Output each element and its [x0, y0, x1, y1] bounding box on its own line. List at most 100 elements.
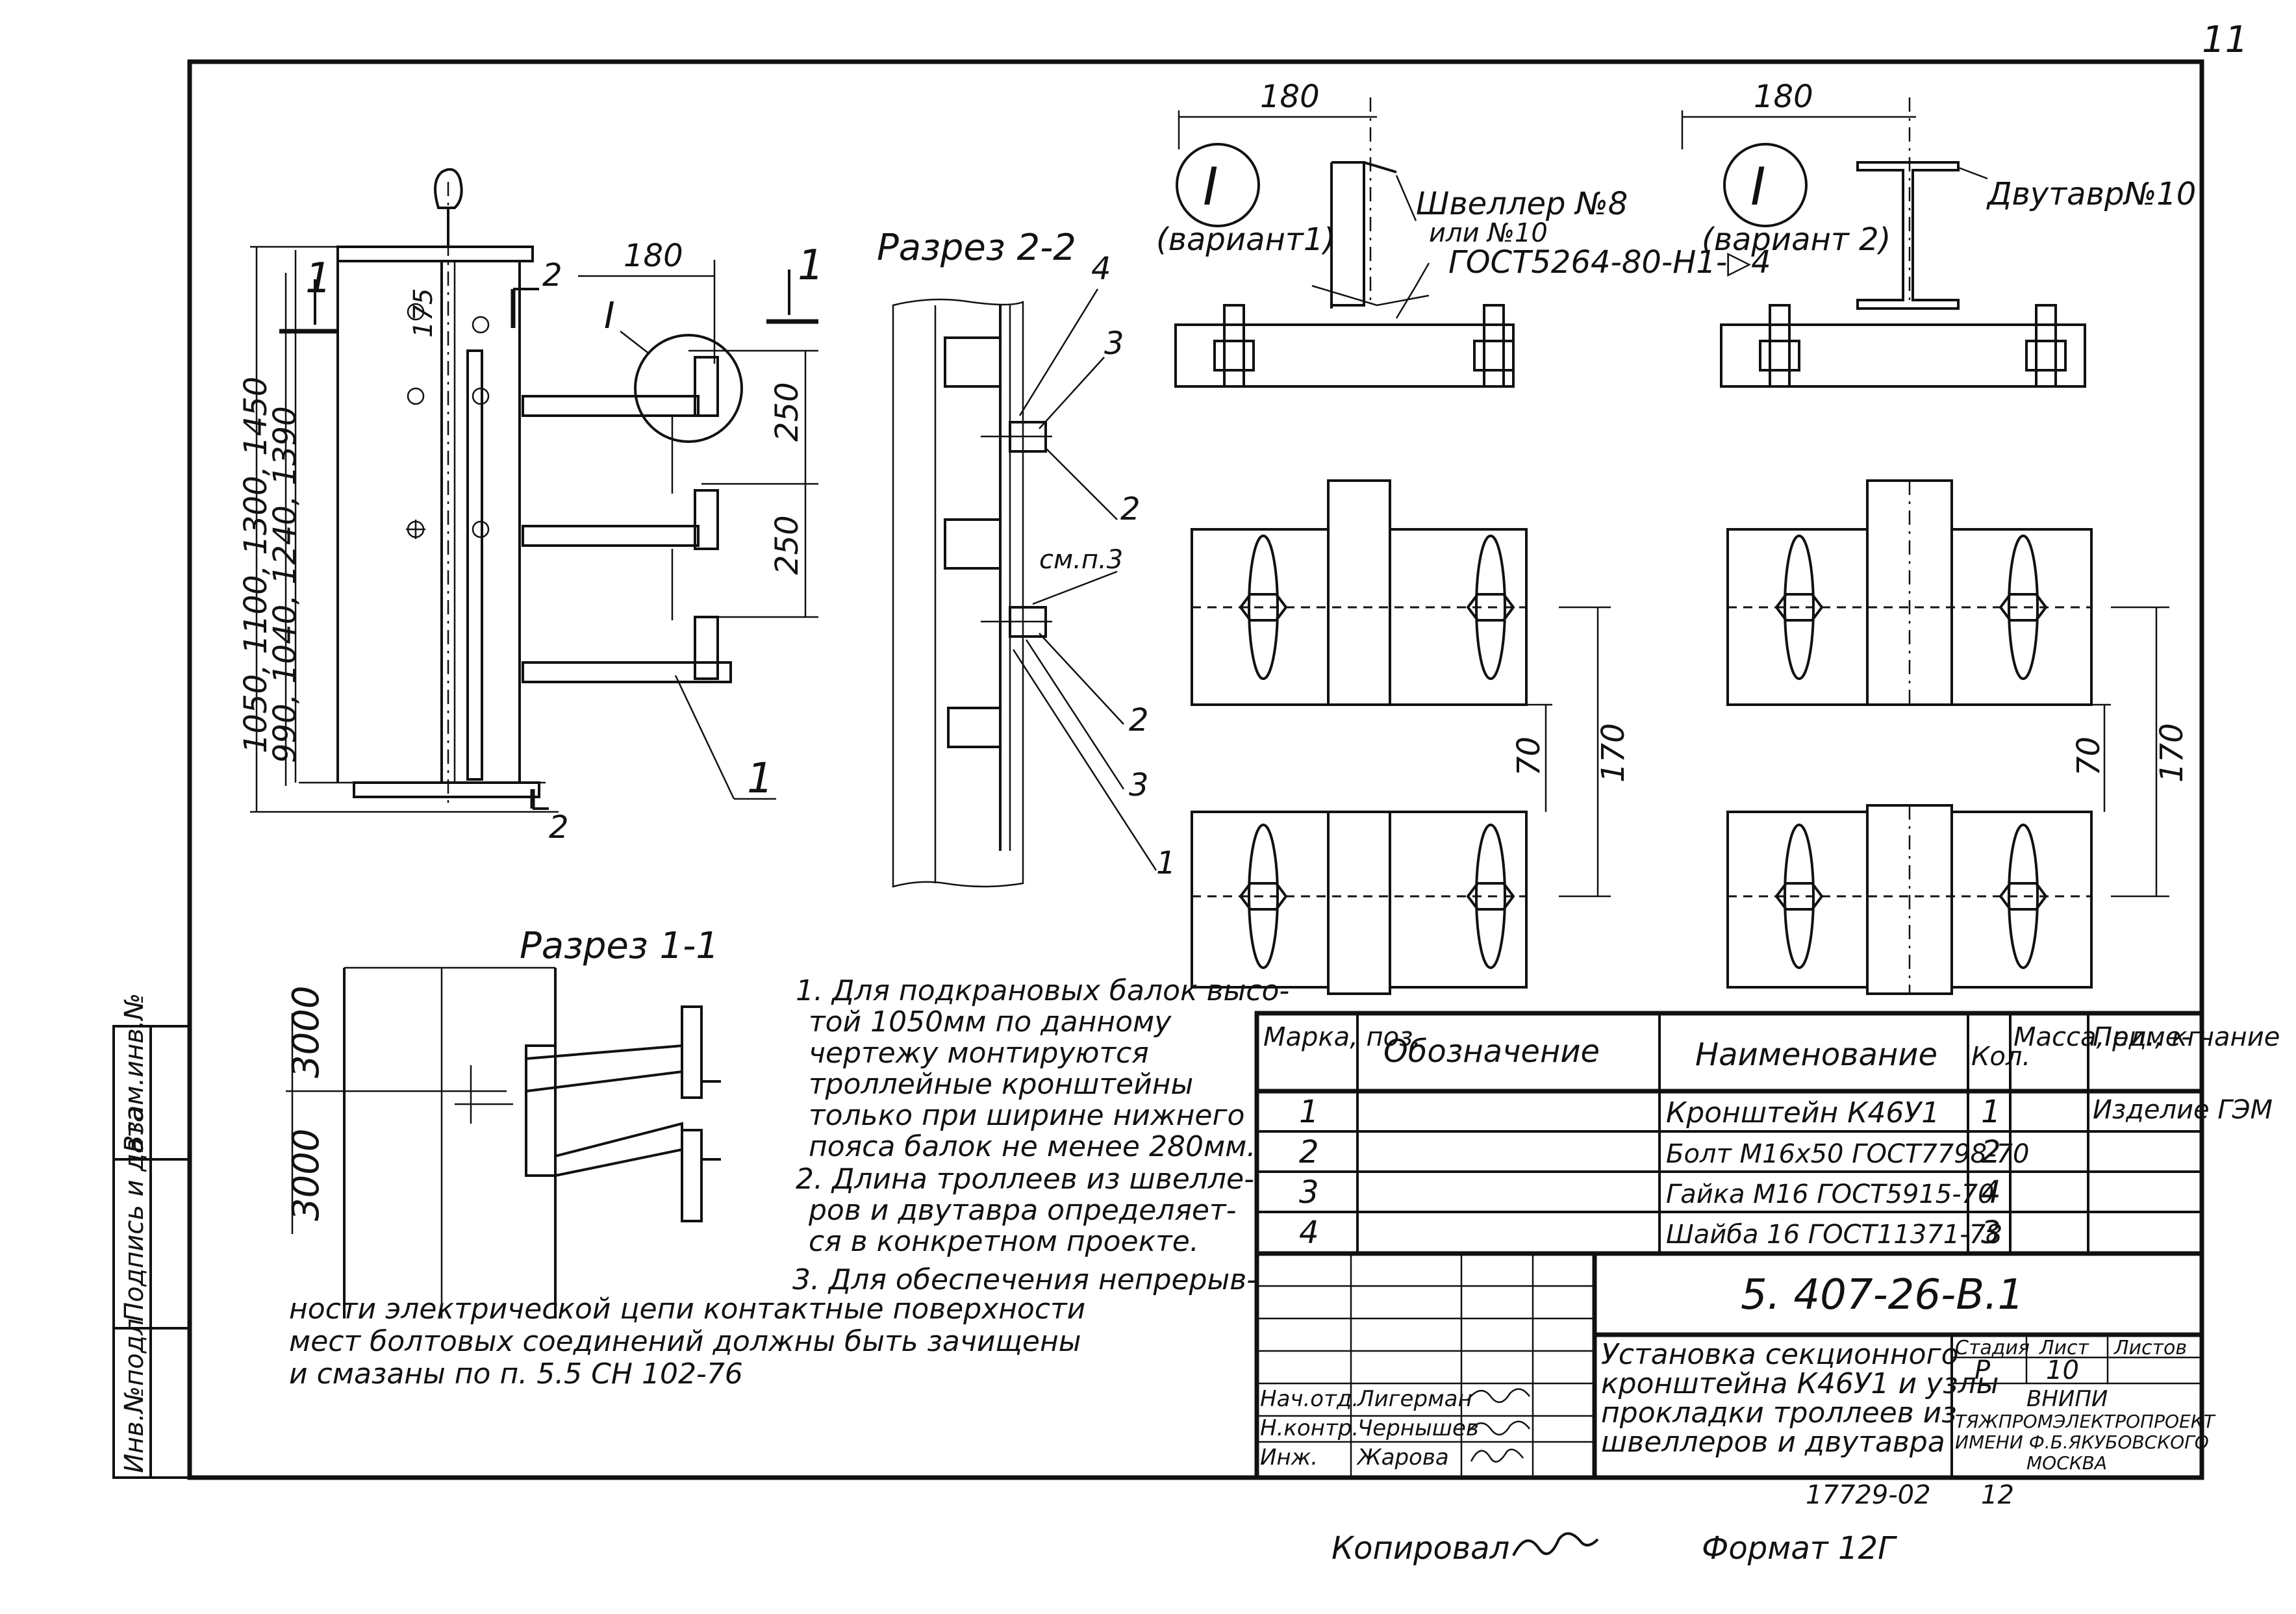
note-3-line-2: ности электрической цепи контактные пове… [289, 1292, 1085, 1326]
stage-value: Р [1974, 1356, 1991, 1385]
row-4-pos: 4 [1299, 1215, 1319, 1251]
signature-date-label: Подпись и дата [120, 1107, 149, 1322]
signature-2 [1467, 1420, 1530, 1435]
table-row: 1 Кронштейн К46У1 1 Изделие ГЭМ [1299, 1094, 2273, 1130]
row-3-name: Гайка М16 ГОСТ5915-70 [1666, 1179, 1995, 1209]
inv-no-label: Инв.№подл [120, 1318, 149, 1473]
signer-2-name: Чернышев [1357, 1415, 1479, 1441]
variant-1-dim-70: 70 [1511, 737, 1547, 776]
variant-1-mark: I [1203, 157, 1218, 217]
variant-1-circle [1176, 143, 1260, 227]
main-dim-180: 180 [624, 238, 683, 274]
note-1-line-5: только при ширине нижнего [809, 1099, 1244, 1132]
title-line-3: прокладки троллеев из [1601, 1396, 1957, 1430]
section-1-1-title: Разрез 1-1 [520, 925, 719, 967]
variant-1-weld: ГОСТ5264-80-Н1-▷4 [1448, 244, 1771, 281]
s22-note-ref: см.п.3 [1039, 545, 1123, 575]
signer-2-role: Н.контр. [1260, 1415, 1359, 1441]
row-4-qty: 3 [1981, 1215, 2001, 1251]
row-4-name: Шайба 16 ГОСТ11371-78 [1666, 1220, 2002, 1250]
row-1-name: Кронштейн К46У1 [1666, 1096, 1939, 1129]
note-3-line-1: 3. Для обеспечения непрерыв- [792, 1263, 1257, 1296]
doc-code: 5. 407-26-В.1 [1741, 1271, 2024, 1319]
note-2-line-3: ся в конкретном проекте. [809, 1225, 1199, 1258]
section-mark-2-top: 2 [542, 257, 562, 294]
footer: 17729-02 12 Копировал Формат 12Г [1331, 1480, 2014, 1567]
s22-callout-2-bottom: 2 [1129, 702, 1149, 738]
note-1-line-4: троллейные кронштейны [809, 1068, 1193, 1101]
detail-circle [634, 334, 743, 443]
section-1-1: Разрез 1-1 3000 3000 [285, 925, 721, 1318]
signature-3 [1470, 1448, 1524, 1463]
s11-dim-3000-bottom: 3000 [285, 1128, 327, 1221]
stage-label: Стадия [1955, 1337, 2030, 1359]
copied-label: Копировал [1331, 1530, 1509, 1567]
detail-mark: I [604, 295, 615, 337]
drawing-frame [187, 59, 2204, 1480]
row-3-qty: 4 [1981, 1174, 2001, 1211]
spec-table: Марка, поз. Обозначение Наименование Кол… [1254, 1011, 2280, 1256]
row-1-qty: 1 [1981, 1094, 2001, 1130]
main-callout-1: 1 [747, 755, 774, 803]
note-1-line-2: той 1050мм по данному [809, 1005, 1172, 1039]
variant-1-profile-2: или №10 [1429, 218, 1548, 248]
s11-dim-3000-top: 3000 [285, 985, 327, 1078]
variant-2-dim-170: 170 [2154, 723, 2190, 783]
note-1-line-3: чертежу монтируются [809, 1037, 1149, 1070]
variant-1-profile-1: Швеллер №8 [1416, 186, 1628, 222]
rail-head [434, 168, 463, 209]
main-heights-outer: 1050, 1100, 1300, 1450 [238, 377, 274, 753]
variant-1-dim-170: 170 [1595, 723, 1632, 783]
note-3-line-4: и смазаны по п. 5.5 СН 102-76 [289, 1357, 743, 1391]
s22-callout-2-top: 2 [1120, 491, 1141, 527]
table-row: 3 Гайка М16 ГОСТ5915-70 4 [1299, 1174, 2001, 1211]
note-1-line-1: 1. Для подкрановых балок высо- [796, 974, 1289, 1007]
title-line-1: Установка секционного [1601, 1338, 1959, 1371]
main-heights-inner: 990, 1040, 1240, 1390 [267, 406, 303, 763]
section-mark-1-left: 1 [305, 255, 332, 303]
title-line-4: швеллеров и двутавра [1601, 1426, 1945, 1459]
format-label: Формат 12Г [1702, 1530, 1897, 1567]
th-name: Наименование [1695, 1037, 1937, 1073]
org-line-1: ВНИПИ [2026, 1386, 2108, 1412]
order-number: 17729-02 [1806, 1480, 1931, 1510]
variant-2-detail: I (вариант 2) 180 Двутавр№10 [1681, 79, 2196, 995]
copier-signature [1512, 1532, 1599, 1556]
row-3-pos: 3 [1299, 1174, 1319, 1211]
note-2-line-2: ров и двутавра определяет- [808, 1194, 1237, 1227]
variant-2-dim-180: 180 [1754, 79, 1813, 115]
sheets-label: Листов [2113, 1337, 2187, 1359]
note-3-line-3: мест болтовых соединений должны быть зач… [289, 1325, 1081, 1358]
sheet-label: Лист [2039, 1337, 2090, 1359]
page-number: 11 [2202, 19, 2248, 61]
variant-2-mark: I [1750, 157, 1766, 217]
org-line-3: ИМЕНИ Ф.Б.ЯКУБОВСКОГО [1955, 1431, 2209, 1453]
row-1-pos: 1 [1299, 1094, 1319, 1130]
replace-inv-label: Взам.инв.№ [120, 993, 149, 1153]
left-stamp-strip: Взам.инв.№ Подпись и дата Инв.№подл [112, 993, 191, 1479]
variant-2-dim-70: 70 [2071, 737, 2107, 776]
row-1-note: Изделие ГЭМ [2093, 1095, 2273, 1125]
section-2-2: Разрез 2-2 4 3 2 2 3 1 см.п.3 [877, 227, 1176, 888]
section-mark-1-right: 1 [798, 242, 824, 290]
signature-1 [1467, 1388, 1530, 1403]
main-dim-175: 175 [409, 288, 438, 338]
section-mark-2-bottom: 2 [549, 809, 569, 846]
s22-callout-3-bottom: 3 [1129, 767, 1149, 803]
main-view: I 180 250 250 175 1 1 2 2 1050, 1100, 13… [238, 168, 824, 846]
s22-callout-1: 1 [1156, 845, 1176, 881]
notes: 1. Для подкрановых балок высо- той 1050м… [289, 974, 1289, 1391]
th-note: Приме- чание [2093, 1022, 2280, 1052]
row-2-qty: 2 [1981, 1134, 2001, 1170]
th-designation: Обозначение [1383, 1033, 1600, 1070]
signer-3-role: Инж. [1260, 1444, 1318, 1470]
variant-2-circle [1723, 143, 1808, 227]
org-line-4: МОСКВА [2026, 1452, 2107, 1474]
variant-2-label: (вариант 2) [1702, 221, 1891, 258]
title-block: 5. 407-26-В.1 Установка секционного крон… [1254, 1251, 2216, 1480]
variant-2-profile: Двутавр№10 [1986, 176, 2196, 212]
signer-1-role: Нач.отд. [1260, 1386, 1359, 1412]
note-2-line-1: 2. Длина троллеев из швелле- [796, 1163, 1254, 1196]
title-line-2: кронштейна К46У1 и узлы [1601, 1367, 1999, 1400]
